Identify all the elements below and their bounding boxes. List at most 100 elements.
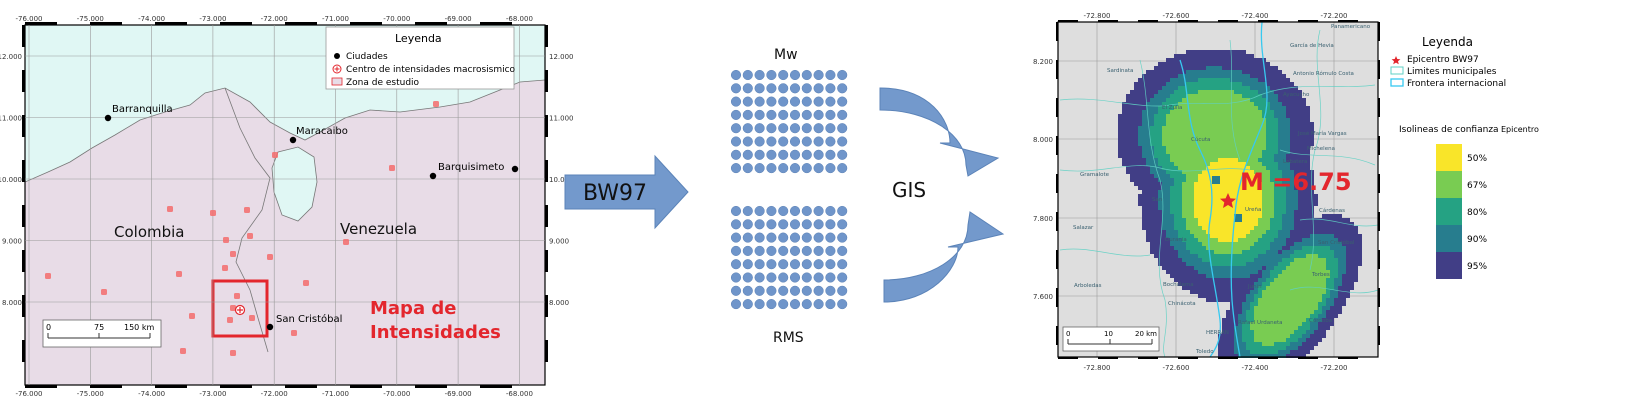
heatmap-cell — [1238, 198, 1242, 202]
heatmap-cell — [1158, 222, 1162, 226]
grid-dot — [813, 259, 824, 270]
heatmap-cell — [1174, 178, 1178, 182]
heatmap-cell — [1294, 314, 1298, 318]
heatmap-cell — [1262, 134, 1266, 138]
heatmap-cell — [1222, 122, 1226, 126]
heatmap-cell — [1294, 150, 1298, 154]
heatmap-cell — [1246, 262, 1250, 266]
heatmap-cell — [1262, 334, 1266, 338]
grid-dot — [730, 245, 742, 256]
grid-dot — [837, 109, 848, 120]
intensity-map-title-line1: Mapa de — [370, 298, 456, 319]
heatmap-cell — [1230, 134, 1234, 138]
heatmap-cell — [1198, 270, 1202, 274]
heatmap-cell — [1242, 134, 1246, 138]
heatmap-cell — [1322, 270, 1326, 274]
left-lat-tick-left: 12.000 — [0, 53, 22, 61]
heatmap-cell — [1178, 270, 1182, 274]
heatmap-cell — [1186, 214, 1190, 218]
heatmap-cell — [1290, 82, 1294, 86]
heatmap-cell — [1326, 326, 1330, 330]
grid-dot — [754, 149, 765, 160]
heatmap-cell — [1174, 214, 1178, 218]
heatmap-cell — [1330, 298, 1334, 302]
heatmap-cell — [1350, 274, 1354, 278]
heatmap-cell — [1146, 154, 1150, 158]
heatmap-cell — [1178, 54, 1182, 58]
grid-dot — [801, 299, 812, 310]
heatmap-cell — [1290, 242, 1294, 246]
heatmap-cell — [1254, 238, 1258, 242]
heatmap-cell — [1266, 214, 1270, 218]
heatmap-cell — [1258, 206, 1262, 210]
heatmap-cell — [1218, 90, 1222, 94]
heatmap-cell — [1190, 94, 1194, 98]
heatmap-cell — [1198, 86, 1202, 90]
heatmap-cell — [1158, 82, 1162, 86]
heatmap-cell — [1210, 138, 1214, 142]
heatmap-cell — [1234, 182, 1238, 186]
heatmap-cell — [1230, 142, 1234, 146]
heatmap-cell — [1194, 226, 1198, 230]
heatmap-cell — [1246, 90, 1250, 94]
heatmap-cell — [1282, 218, 1286, 222]
heatmap-cell — [1226, 238, 1230, 242]
heatmap-cell — [1226, 66, 1230, 70]
heatmap-cell — [1282, 190, 1286, 194]
heatmap-cell — [1206, 266, 1210, 270]
heatmap-cell — [1134, 86, 1138, 90]
heatmap-cell — [1306, 254, 1310, 258]
heatmap-cell — [1166, 142, 1170, 146]
heatmap-cell — [1282, 234, 1286, 238]
heatmap-cell — [1190, 238, 1194, 242]
heatmap-cell — [1350, 266, 1354, 270]
heatmap-cell — [1222, 318, 1226, 322]
heatmap-cell — [1214, 90, 1218, 94]
right-frame-segment — [1298, 357, 1318, 359]
heatmap-cell — [1322, 222, 1326, 226]
heatmap-cell — [1182, 282, 1186, 286]
heatmap-cell — [1206, 178, 1210, 182]
heatmap-cell — [1318, 322, 1322, 326]
heatmap-cell — [1222, 90, 1226, 94]
heatmap-cell — [1206, 246, 1210, 250]
heatmap-cell — [1186, 142, 1190, 146]
heatmap-cell — [1266, 110, 1270, 114]
heatmap-cell — [1238, 146, 1242, 150]
heatmap-cell — [1182, 146, 1186, 150]
heatmap-cell — [1194, 110, 1198, 114]
heatmap-cell — [1154, 162, 1158, 166]
heatmap-cell — [1310, 334, 1314, 338]
heatmap-cell — [1158, 118, 1162, 122]
heatmap-cell — [1274, 302, 1278, 306]
heatmap-cell — [1222, 346, 1226, 350]
heatmap-cell — [1262, 86, 1266, 90]
heatmap-cell — [1318, 302, 1322, 306]
heatmap-cell — [1298, 258, 1302, 262]
heatmap-cell — [1218, 282, 1222, 286]
heatmap-cell — [1202, 66, 1206, 70]
heatmap-cell — [1298, 126, 1302, 130]
heatmap-cell — [1290, 154, 1294, 158]
right-lon-tick-top: -72.800 — [1083, 12, 1110, 20]
heatmap-cell — [1346, 294, 1350, 298]
heatmap-cell — [1266, 250, 1270, 254]
heatmap-cell — [1166, 150, 1170, 154]
heatmap-cell — [1250, 110, 1254, 114]
heatmap-cell — [1302, 278, 1306, 282]
heatmap-cell — [1346, 270, 1350, 274]
heatmap-cell — [1322, 306, 1326, 310]
left-frame-segment — [220, 385, 252, 388]
municipality-label: Sardinata — [1107, 68, 1133, 74]
heatmap-cell — [1254, 126, 1258, 130]
heatmap-cell — [1294, 158, 1298, 162]
heatmap-cell — [1218, 262, 1222, 266]
heatmap-cell — [1214, 214, 1218, 218]
heatmap-cell — [1270, 218, 1274, 222]
heatmap-cell — [1242, 138, 1246, 142]
heatmap-cell — [1282, 266, 1286, 270]
heatmap-cell — [1174, 250, 1178, 254]
heatmap-cell — [1318, 258, 1322, 262]
heatmap-cell — [1202, 262, 1206, 266]
heatmap-cell — [1122, 142, 1126, 146]
